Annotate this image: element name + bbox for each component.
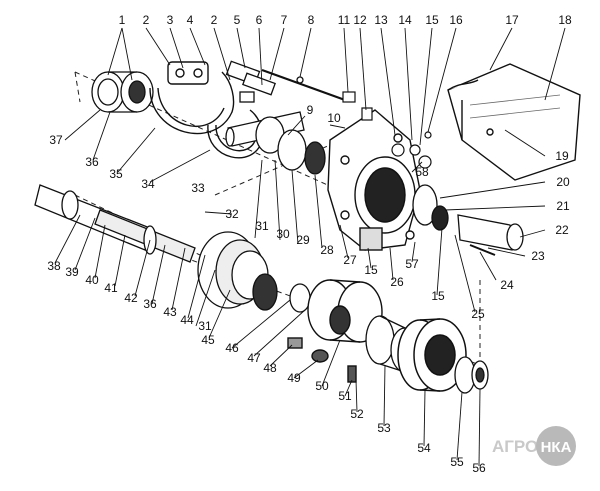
callout-17: 17 bbox=[505, 13, 519, 27]
watermark-badge-text: НКА bbox=[541, 439, 572, 456]
brake-drum bbox=[397, 318, 467, 392]
callout-26: 26 bbox=[390, 275, 404, 289]
callout-51: 51 bbox=[338, 389, 352, 403]
callout-15: 15 bbox=[425, 13, 439, 27]
callout-47: 47 bbox=[247, 351, 261, 365]
callout-44: 44 bbox=[180, 313, 194, 327]
callout-12: 12 bbox=[353, 13, 367, 27]
callout-5: 5 bbox=[234, 13, 241, 27]
callout-16: 16 bbox=[449, 13, 463, 27]
callout-11: 11 bbox=[338, 13, 351, 27]
input-shaft bbox=[225, 111, 326, 175]
callout-23: 23 bbox=[531, 249, 545, 263]
callout-29: 29 bbox=[296, 233, 310, 247]
callout-2: 2 bbox=[143, 13, 150, 27]
planet-carrier bbox=[287, 279, 383, 383]
callout-42: 42 bbox=[124, 291, 138, 305]
callout-43: 43 bbox=[163, 305, 177, 319]
callout-25: 25 bbox=[471, 307, 485, 321]
callout-7: 7 bbox=[281, 13, 288, 27]
callout-9: 9 bbox=[307, 103, 314, 117]
callout-37: 37 bbox=[49, 133, 63, 147]
callout-31: 31 bbox=[255, 219, 269, 233]
watermark-brand: АГРО bbox=[492, 437, 538, 456]
callout-58: 58 bbox=[415, 165, 429, 179]
brake-band bbox=[149, 61, 235, 135]
leader-lines bbox=[54, 27, 566, 467]
callout-15: 15 bbox=[364, 263, 378, 277]
lever-assembly bbox=[225, 60, 346, 103]
callout-8: 8 bbox=[308, 13, 315, 27]
callout-36: 36 bbox=[143, 297, 157, 311]
callout-15: 15 bbox=[431, 289, 445, 303]
callout-21: 21 bbox=[556, 199, 570, 213]
callout-2: 2 bbox=[211, 13, 218, 27]
gearbox-housing bbox=[327, 109, 421, 251]
callout-6: 6 bbox=[256, 13, 263, 27]
callout-39: 39 bbox=[65, 265, 79, 279]
callout-45: 45 bbox=[201, 333, 215, 347]
callout-46: 46 bbox=[225, 341, 239, 355]
callout-49: 49 bbox=[287, 371, 301, 385]
callout-34: 34 bbox=[141, 177, 155, 191]
callout-48: 48 bbox=[263, 361, 277, 375]
callout-36: 36 bbox=[85, 155, 99, 169]
callout-31: 31 bbox=[198, 319, 212, 333]
callout-52: 52 bbox=[350, 407, 364, 421]
callout-38: 38 bbox=[47, 259, 61, 273]
callout-20: 20 bbox=[556, 175, 570, 189]
callout-14: 14 bbox=[398, 13, 412, 27]
hub bbox=[454, 356, 489, 394]
watermark-badge-circle bbox=[536, 426, 576, 466]
callout-53: 53 bbox=[377, 421, 391, 435]
callout-3: 3 bbox=[167, 13, 174, 27]
callout-18: 18 bbox=[558, 13, 572, 27]
callout-54: 54 bbox=[417, 441, 431, 455]
planetary-gear bbox=[197, 231, 311, 313]
callout-30: 30 bbox=[276, 227, 290, 241]
watermark: АГРО НКА bbox=[492, 426, 576, 466]
output-shaft bbox=[34, 184, 196, 263]
bearing-part bbox=[91, 71, 154, 113]
flange-and-filter bbox=[412, 184, 524, 256]
callout-27: 27 bbox=[343, 253, 357, 267]
callout-4: 4 bbox=[187, 13, 194, 27]
callout-50: 50 bbox=[315, 379, 329, 393]
callout-55: 55 bbox=[450, 455, 464, 469]
callout-1: 1 bbox=[119, 13, 126, 27]
callout-19: 19 bbox=[555, 149, 569, 163]
callout-40: 40 bbox=[85, 273, 99, 287]
callout-33: 33 bbox=[191, 181, 205, 195]
callout-35: 35 bbox=[109, 167, 123, 181]
callout-56: 56 bbox=[472, 461, 486, 475]
callout-32: 32 bbox=[225, 207, 239, 221]
callout-24: 24 bbox=[500, 278, 514, 292]
callout-28: 28 bbox=[320, 243, 334, 257]
callout-57: 57 bbox=[405, 257, 419, 271]
callout-13: 13 bbox=[374, 13, 388, 27]
small-fasteners bbox=[342, 91, 432, 169]
callout-10: 10 bbox=[327, 111, 341, 125]
callout-41: 41 bbox=[104, 281, 118, 295]
callout-22: 22 bbox=[555, 223, 569, 237]
